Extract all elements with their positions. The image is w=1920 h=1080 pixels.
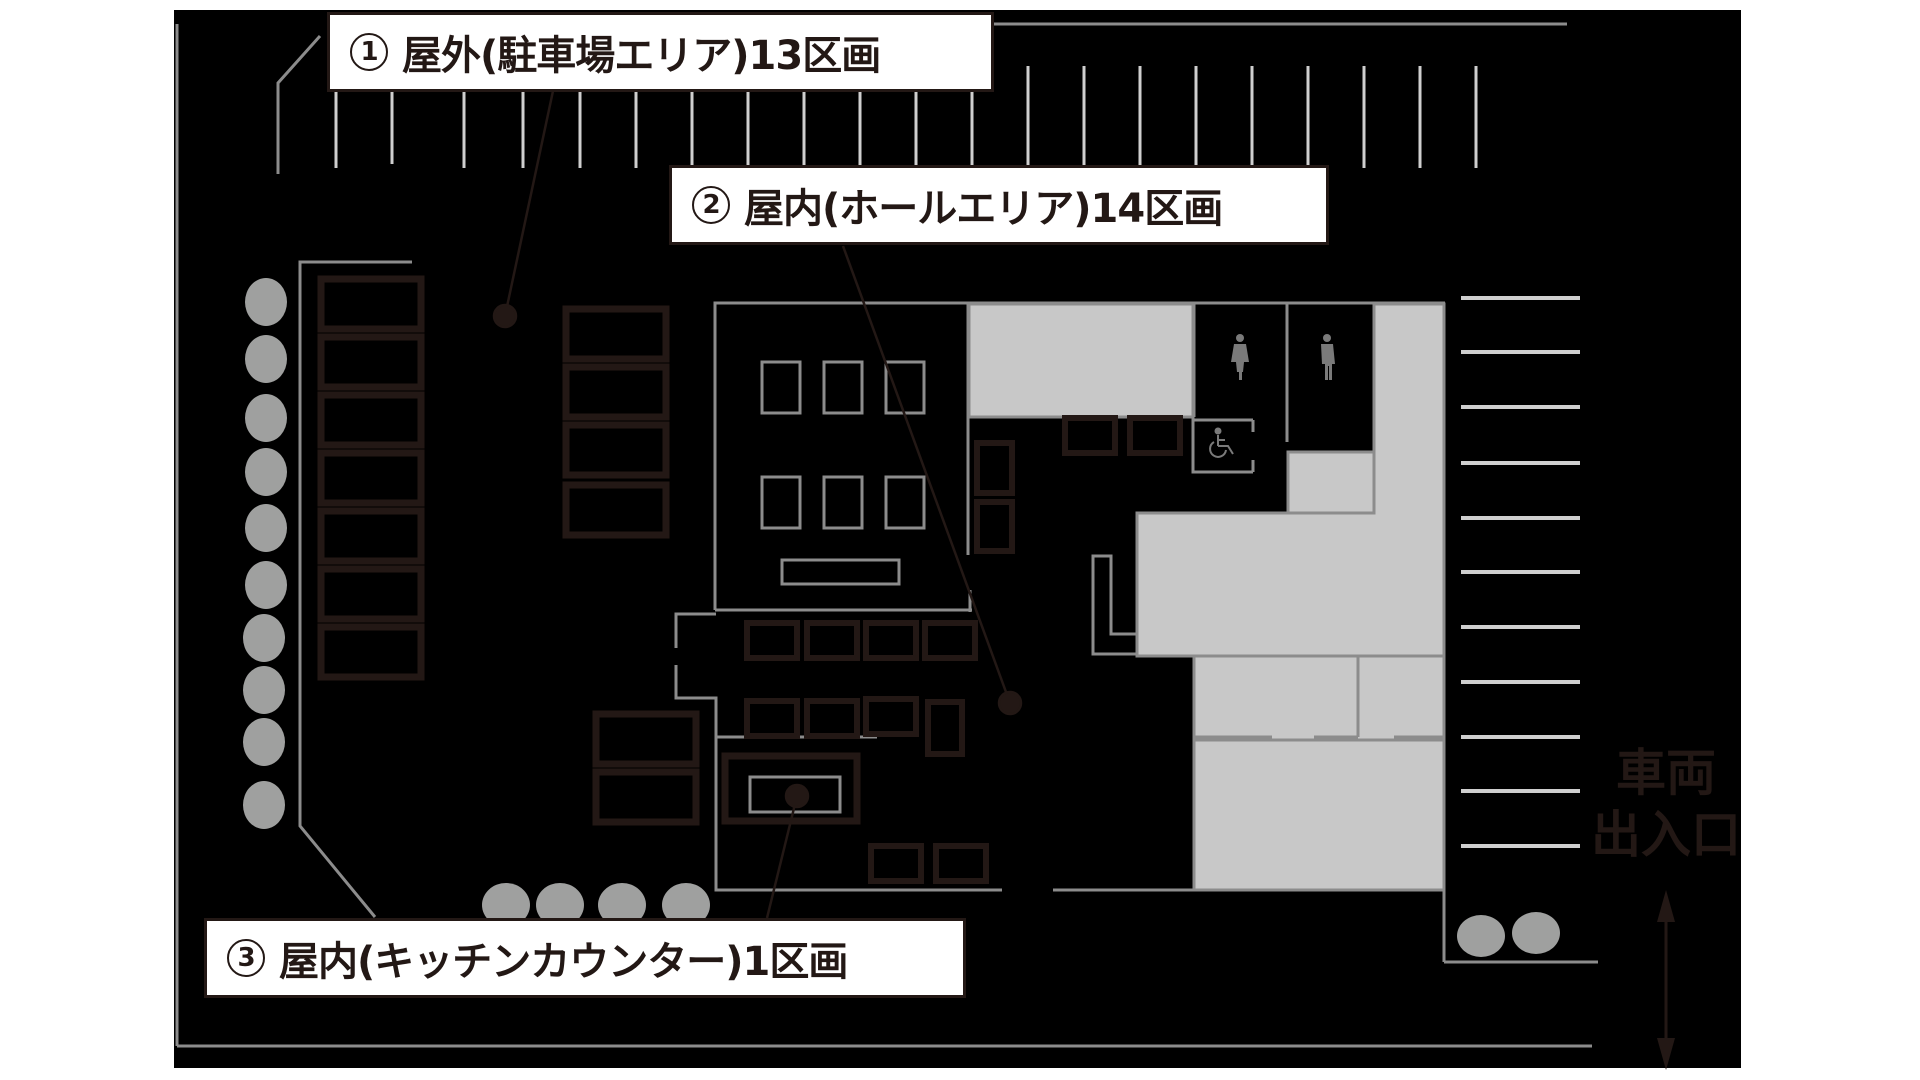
top-parking-lines xyxy=(334,66,1478,168)
booth-space[interactable] xyxy=(744,698,800,739)
booth-space[interactable] xyxy=(863,620,919,661)
room-lower-left xyxy=(1192,654,1446,742)
tree-icon xyxy=(1457,915,1505,957)
tree-icon xyxy=(243,781,285,829)
booth-space[interactable] xyxy=(317,449,425,507)
zone-1-label: 1 屋外(駐車場エリア)13区画 xyxy=(327,12,994,92)
right-parking-lines xyxy=(1461,296,1580,848)
zone-2-text: 屋内(ホールエリア)14区画 xyxy=(744,186,1223,232)
tree-icon xyxy=(245,394,287,442)
seating-tables xyxy=(760,360,926,586)
tree-row-bottom xyxy=(482,883,1560,957)
booth-space[interactable] xyxy=(868,843,924,884)
zone-2-label: 2 屋内(ホールエリア)14区画 xyxy=(669,165,1329,245)
zone-2-marker xyxy=(997,690,1023,716)
tree-icon xyxy=(536,883,584,927)
booth-space[interactable] xyxy=(562,481,670,539)
booth-space[interactable] xyxy=(1127,415,1183,456)
booth-space[interactable] xyxy=(1062,415,1118,456)
vehicle-entrance-label: 車両 出入口 xyxy=(1588,742,1744,866)
booth-space[interactable] xyxy=(922,620,978,661)
tree-row-left xyxy=(243,278,287,829)
booth-space[interactable] xyxy=(317,565,425,623)
booth-space[interactable] xyxy=(974,440,1015,496)
site-boundary xyxy=(175,22,1592,1048)
tree-icon xyxy=(243,718,285,766)
wheelchair-icon xyxy=(1209,427,1234,458)
booth-space[interactable] xyxy=(925,699,965,757)
tree-icon xyxy=(243,666,285,714)
room-dividers xyxy=(1091,303,1598,964)
tree-icon xyxy=(598,883,646,927)
entrance-line-2: 出入口 xyxy=(1591,806,1741,864)
booth-space[interactable] xyxy=(804,620,860,661)
tree-icon xyxy=(662,883,710,927)
outdoor-booths-col1 xyxy=(317,275,425,681)
bidirectional-arrow-icon xyxy=(1657,890,1675,1070)
zone-3-text: 屋内(キッチンカウンター)1区画 xyxy=(279,939,848,985)
entrance-line-1: 車両 xyxy=(1616,744,1716,802)
room-top xyxy=(967,302,1195,419)
zone-3-marker xyxy=(784,783,810,809)
outdoor-booths-col3 xyxy=(592,710,700,826)
zone-number-badge: 3 xyxy=(227,939,265,977)
left-curb xyxy=(298,260,412,918)
booth-space[interactable] xyxy=(592,710,700,768)
zone-1-text: 屋外(駐車場エリア)13区画 xyxy=(402,33,881,79)
tree-icon xyxy=(245,561,287,609)
tree-icon xyxy=(245,504,287,552)
kitchen-counter-top xyxy=(748,775,842,814)
booth-space[interactable] xyxy=(562,363,670,421)
booth-space[interactable] xyxy=(317,623,425,681)
zone-1-marker xyxy=(492,303,518,329)
booth-space[interactable] xyxy=(317,275,425,333)
booth-space[interactable] xyxy=(863,696,919,737)
room-storage xyxy=(1286,450,1376,515)
booth-space[interactable] xyxy=(744,620,800,661)
zone-number-badge: 1 xyxy=(350,33,388,71)
booth-space[interactable] xyxy=(317,507,425,565)
tree-icon xyxy=(243,614,285,662)
booth-space[interactable] xyxy=(804,698,860,739)
leader-lines xyxy=(492,90,1023,919)
room-bottom xyxy=(1192,738,1446,892)
tree-icon xyxy=(245,335,287,383)
booth-space[interactable] xyxy=(933,843,989,884)
booth-space[interactable] xyxy=(317,391,425,449)
zone-number-badge: 2 xyxy=(692,186,730,224)
female-restroom-icon xyxy=(1231,334,1249,380)
tree-icon xyxy=(1512,912,1560,954)
booth-space[interactable] xyxy=(974,499,1015,554)
outdoor-booths-col2 xyxy=(562,305,670,539)
male-restroom-icon xyxy=(1321,334,1335,380)
booth-space[interactable] xyxy=(317,333,425,391)
building-rooms xyxy=(967,302,1446,892)
booth-space[interactable] xyxy=(562,305,670,363)
tree-icon xyxy=(245,278,287,326)
tree-icon xyxy=(245,448,287,496)
tree-icon xyxy=(482,883,530,927)
indoor-booths xyxy=(744,415,1183,884)
zone-3-label: 3 屋内(キッチンカウンター)1区画 xyxy=(204,918,966,998)
booth-space[interactable] xyxy=(592,768,700,826)
booth-space[interactable] xyxy=(562,421,670,479)
